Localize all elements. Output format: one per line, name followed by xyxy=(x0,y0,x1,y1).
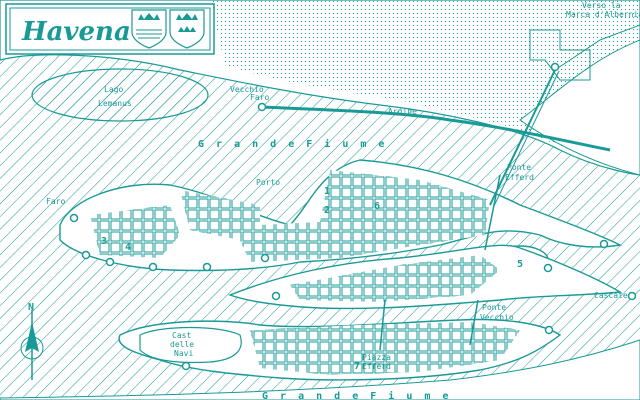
compass-north-label: N xyxy=(28,302,34,313)
porto-blocks xyxy=(180,170,490,262)
district-number-6: 6 xyxy=(374,201,380,212)
tower-icon xyxy=(257,102,267,112)
vecchio-faro-label-1: Vecchio xyxy=(230,85,264,94)
tower-icon xyxy=(550,62,560,72)
cascate-label: Cascate xyxy=(594,291,628,300)
tower-icon xyxy=(81,250,91,260)
cast-label-3: Navi xyxy=(174,349,193,358)
tower-icon xyxy=(544,325,554,335)
river-label-bottom: G r a n d e F i u m e xyxy=(262,390,451,400)
tower-icon xyxy=(69,213,79,223)
bridge-vecchio xyxy=(469,299,479,346)
road-albernia xyxy=(554,24,640,71)
albernia-label-1: Verso la xyxy=(582,1,621,10)
argine-label: Argine xyxy=(388,107,417,116)
district-number-3: 3 xyxy=(101,236,107,247)
district-number-4: 4 xyxy=(125,242,131,253)
lake-lemanus xyxy=(31,68,209,122)
tower-icon xyxy=(599,239,609,249)
faro-blocks xyxy=(90,205,180,258)
lake-label-2: Lemanus xyxy=(98,99,132,108)
middle-blocks xyxy=(290,255,500,302)
tower-icon xyxy=(181,361,191,371)
tower-icon xyxy=(260,253,270,263)
porto-label: Porto xyxy=(256,178,280,187)
compass-icon xyxy=(20,310,44,380)
lake-label-1: Lago xyxy=(104,85,123,94)
district-number-5: 5 xyxy=(517,259,523,270)
ponte-efferd-label-1: Ponte xyxy=(507,163,531,172)
east-bank xyxy=(519,39,640,176)
piazza-label-1: Piazza xyxy=(362,353,391,362)
tower-icon xyxy=(105,257,115,267)
map-title: Havena xyxy=(21,17,131,47)
piazza-label-2: Efferd xyxy=(362,362,391,371)
tower-icon xyxy=(202,262,212,272)
ponte-vecchio-label-1: Ponte xyxy=(482,303,506,312)
tower-markers xyxy=(69,62,637,371)
south-bank xyxy=(0,339,640,400)
tower-icon xyxy=(271,291,281,301)
district-number-7: 7 xyxy=(354,361,360,372)
ponte-vecchio-label-2: Vecchio xyxy=(480,313,514,322)
bridge-efferd xyxy=(484,174,501,251)
bridge-west xyxy=(379,299,386,351)
cast-label-1: Cast xyxy=(172,331,191,340)
district-number-2: 2 xyxy=(324,205,330,216)
bridge-north xyxy=(489,69,556,206)
crown-shield-icon xyxy=(169,9,205,49)
albernia-label-2: Marca d'Albernia xyxy=(566,10,640,19)
castle-island xyxy=(139,326,242,364)
argine-levee xyxy=(261,105,611,152)
tower-icon xyxy=(627,291,637,301)
river-label-top: G r a n d e F i u m e xyxy=(198,138,387,150)
ponte-efferd-label-2: Efferd xyxy=(505,173,534,182)
crown-shield-icon xyxy=(131,9,167,49)
vecchio-faro-label-2: Faro xyxy=(250,93,269,102)
village-outline xyxy=(529,29,591,81)
faro-label: Faro xyxy=(46,197,65,206)
title-banner: Havena xyxy=(5,3,215,55)
tower-icon xyxy=(543,263,553,273)
district-number-1: 1 xyxy=(324,186,330,197)
cast-label-2: delle xyxy=(170,340,194,349)
south-blocks xyxy=(250,322,520,375)
tower-icon xyxy=(148,262,158,272)
